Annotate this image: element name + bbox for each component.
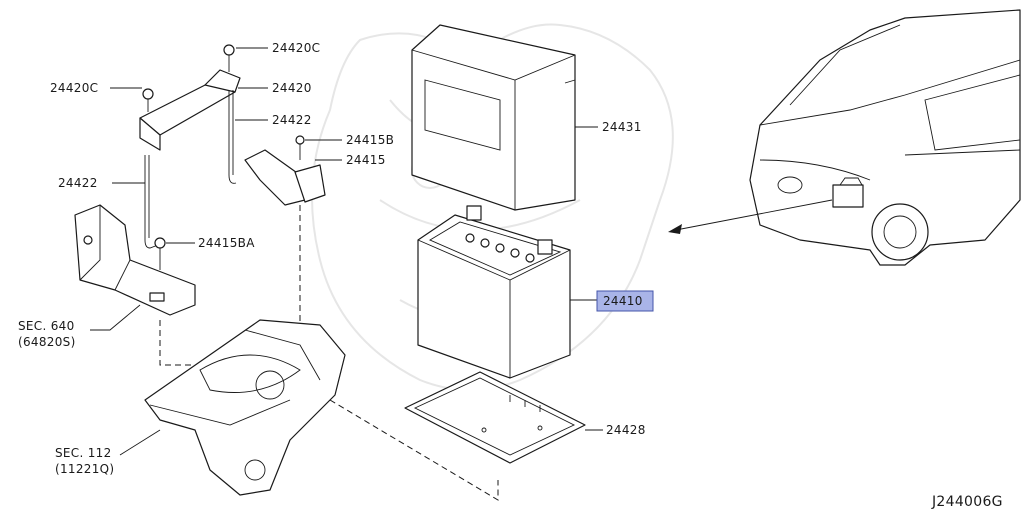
battery-bracket <box>244 135 326 206</box>
battery-cover <box>411 24 576 211</box>
battery <box>417 205 571 379</box>
location-arrow <box>668 199 833 234</box>
battery-tray <box>404 371 586 464</box>
label-sec640-ref: (64820S) <box>18 335 76 349</box>
label-24422-left: 24422 <box>58 176 98 190</box>
label-sec112: SEC. 112 <box>55 446 112 460</box>
part-labels: 24420C 24420C 24420 24422 24422 24415B 2… <box>18 41 1003 510</box>
battery-frame-clamp <box>139 44 241 151</box>
label-24415b: 24415B <box>346 133 394 147</box>
label-24420c-top: 24420C <box>272 41 320 55</box>
vehicle-illustration <box>749 9 1021 266</box>
support-bracket <box>74 204 196 316</box>
diagram-id: J244006G <box>931 494 1003 510</box>
label-sec112-ref: (11221Q) <box>55 462 114 476</box>
label-24415: 24415 <box>346 153 386 167</box>
highlight-24410 <box>596 290 654 312</box>
label-24420: 24420 <box>272 81 312 95</box>
label-24410: 24410 <box>603 294 643 308</box>
label-24422-right: 24422 <box>272 113 312 127</box>
label-24428: 24428 <box>606 423 646 437</box>
hook-rods <box>144 90 237 249</box>
label-24415ba: 24415BA <box>198 236 255 250</box>
leader-lines <box>90 47 603 456</box>
label-24431: 24431 <box>602 120 642 134</box>
battery-tray-base <box>144 319 346 496</box>
label-24420c-left: 24420C <box>50 81 98 95</box>
label-sec640: SEC. 640 <box>18 319 75 333</box>
